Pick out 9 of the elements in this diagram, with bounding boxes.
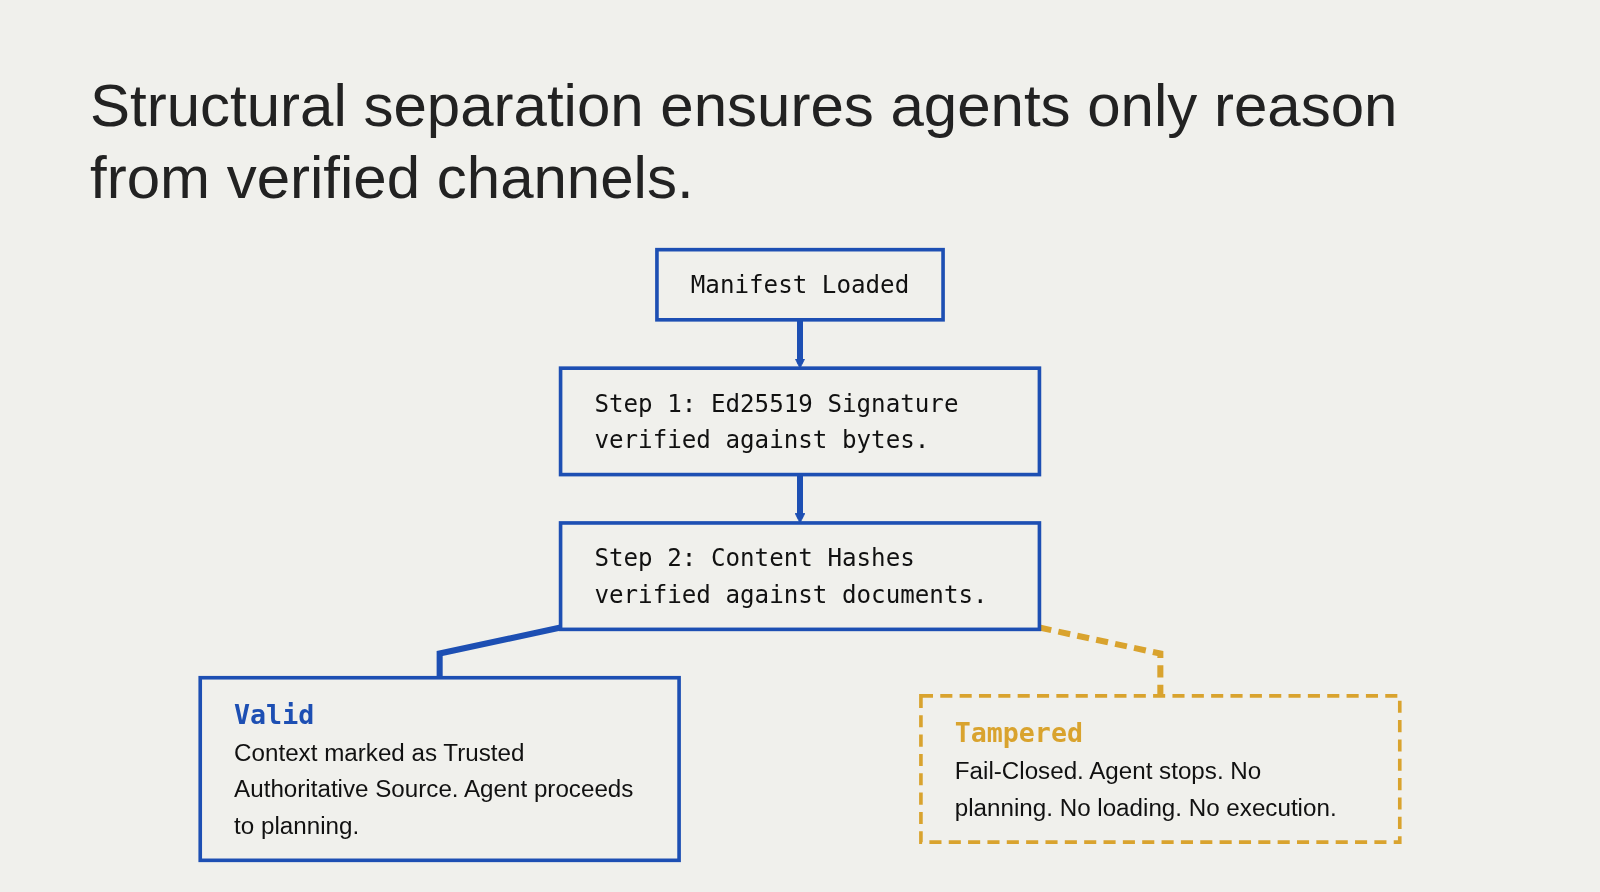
node-box: Valid Context marked as Trusted Authoritative Source. Agent proceeds to planning. bbox=[198, 675, 681, 863]
node-box: Step 2: Content Hashes verified against documents. bbox=[558, 521, 1042, 632]
arrow bbox=[794, 319, 806, 369]
node-box: Tampered Fail-Closed. Agent stops. No planning. No loading. No execution. bbox=[919, 694, 1402, 844]
node-box: Manifest Loaded bbox=[655, 247, 945, 322]
connector bbox=[1038, 624, 1164, 696]
title: Structural separation ensures agents only reason from verified channels. bbox=[90, 71, 1399, 213]
connector bbox=[436, 624, 562, 678]
node-box: Step 1: Ed25519 Signature verified against bytes. bbox=[558, 366, 1042, 477]
